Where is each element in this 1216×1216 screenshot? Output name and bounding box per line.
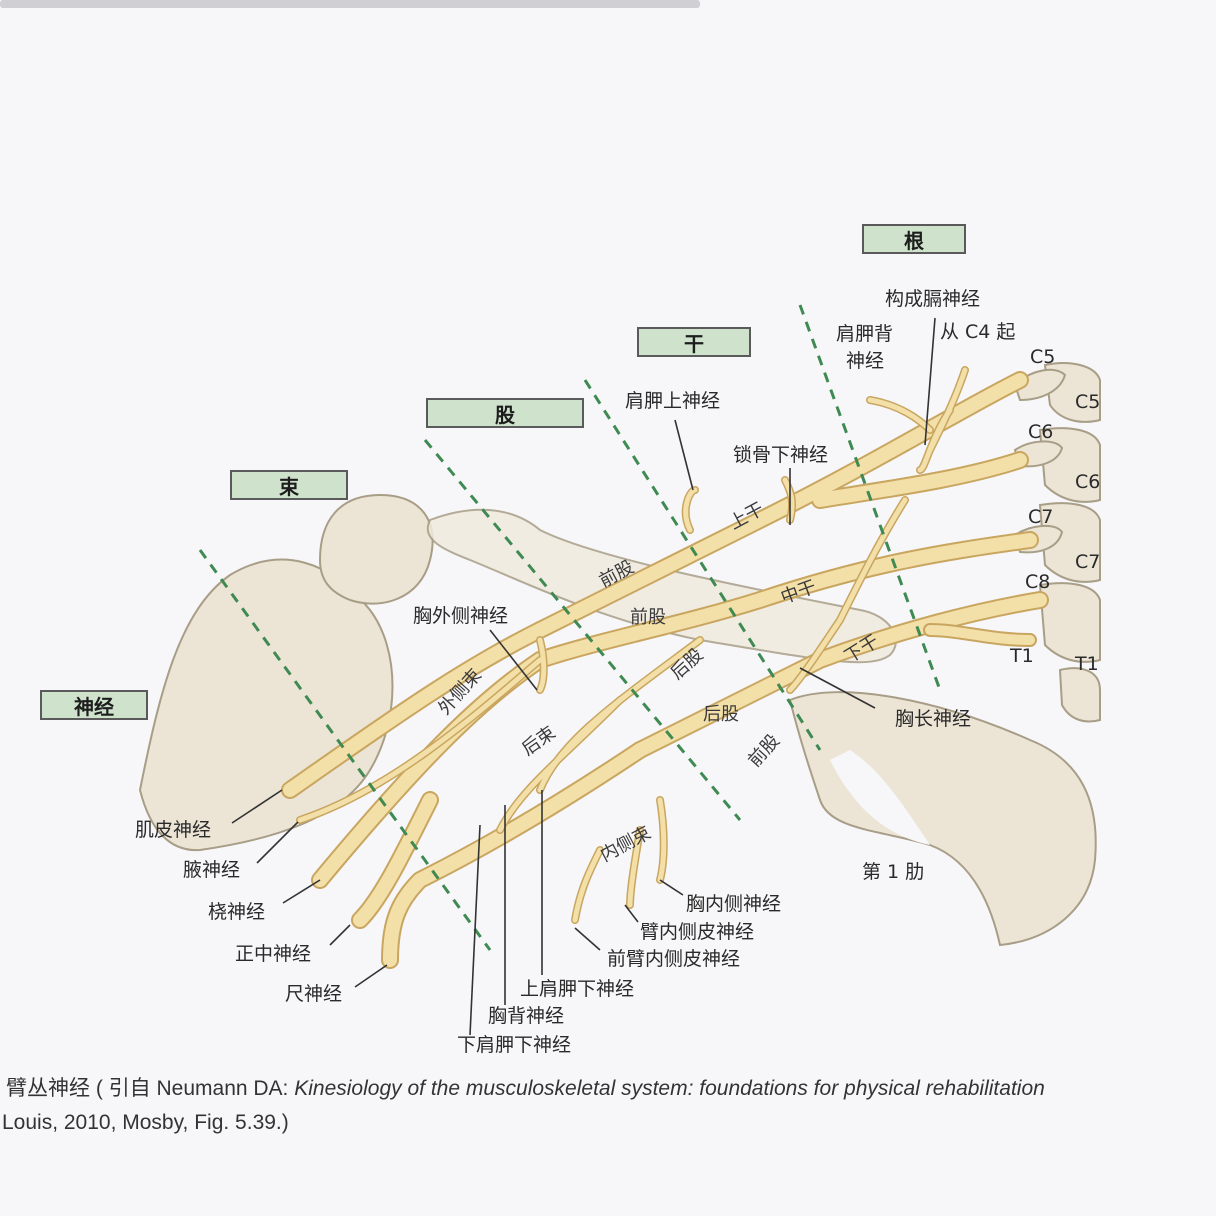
section-label-nerve: 神经 — [40, 690, 148, 720]
callout-suprascapular: 肩胛上神经 — [625, 390, 721, 412]
callout-musculocutaneous: 肌皮神经 — [135, 819, 212, 841]
callout-medial-antebrachial-cutaneous: 前臂内侧皮神经 — [607, 948, 741, 970]
first-rib — [788, 691, 1097, 947]
suprascapular-nerve — [683, 487, 698, 533]
bones — [138, 362, 1101, 947]
first-rib-inner — [830, 750, 930, 845]
caption-line-2: Louis, 2010, Mosby, Fig. 5.39.) — [2, 1111, 289, 1134]
nerves — [281, 366, 1049, 969]
long-thoracic-nerve — [787, 497, 908, 693]
callout-phrenic-line1: 构成膈神经 — [885, 288, 981, 310]
section-label-cord: 束 — [230, 470, 348, 500]
vertebra-label-c7-upper: C7 — [1028, 506, 1054, 528]
callout-medial-brachial-cutaneous: 臂内侧皮神经 — [640, 921, 755, 943]
axillary-nerve — [297, 657, 543, 823]
median-nerve — [353, 793, 437, 927]
c5-root — [533, 373, 1027, 637]
callout-first-rib: 第 1 肋 — [862, 861, 925, 883]
lateral-pectoral-nerve — [537, 637, 547, 693]
clavicle — [426, 508, 897, 664]
callout-upper-subscapular: 上肩胛下神经 — [520, 978, 635, 1000]
medial-pectoral-nerve — [657, 797, 667, 883]
callout-long-thoracic: 胸长神经 — [895, 708, 972, 730]
callout-radial: 桡神经 — [208, 901, 266, 923]
lower-subscapular-nerve — [537, 637, 703, 793]
c4-contribution — [927, 367, 968, 453]
vertebra-label-c6-upper: C6 — [1028, 421, 1054, 443]
vertebra-label-c7-lower: C7 — [1075, 551, 1101, 573]
caption-lead: 臂丛神经 ( 引自 Neumann DA: — [6, 1077, 295, 1100]
label-anterior-division-middle: 前股 — [630, 607, 666, 628]
vertebra-label-c6-lower: C6 — [1075, 471, 1101, 493]
humeral-head — [138, 558, 394, 852]
background-bleed-top — [0, 0, 700, 8]
subclavian-nerve — [782, 477, 795, 523]
medial-antebrachial-cutaneous-nerve — [572, 847, 603, 923]
callout-phrenic-line2: 从 C4 起 — [940, 321, 1016, 343]
section-label-root: 根 — [862, 224, 966, 254]
section-label-division: 股 — [426, 398, 584, 428]
figure-caption: 臂丛神经 ( 引自 Neumann DA: Kinesiology of the… — [0, 1072, 1216, 1140]
callout-subclavian: 锁骨下神经 — [733, 444, 829, 466]
callout-ulnar: 尺神经 — [285, 983, 343, 1005]
callout-dorsal-scapular-line1: 肩胛背 — [836, 323, 894, 345]
c6-root — [813, 453, 1027, 507]
vertebra-label-c8: C8 — [1025, 571, 1051, 593]
callout-dorsal-scapular-line2: 神经 — [846, 350, 885, 372]
vertebral-column — [1038, 362, 1101, 723]
callout-lower-subscapular: 下肩胛下神经 — [457, 1034, 572, 1056]
caption-line-1: 臂丛神经 ( 引自 Neumann DA: Kinesiology of the… — [0, 1072, 1216, 1106]
ulnar-nerve — [383, 743, 647, 967]
middle-trunk — [533, 533, 1037, 667]
callout-medial-pectoral: 胸内侧神经 — [686, 893, 782, 915]
medial-brachial-cutaneous-nerve — [627, 827, 643, 908]
region-guide-lines — [198, 304, 942, 951]
musculocutaneous-nerve — [283, 623, 547, 797]
section-label-trunk: 干 — [637, 327, 751, 357]
callout-axillary: 腋神经 — [183, 859, 241, 881]
vertebra-label-t1-root: T1 — [1010, 645, 1034, 667]
vertebra-label-t1: T1 — [1075, 653, 1099, 675]
guide-division-trunk — [583, 379, 822, 751]
callout-median: 正中神经 — [235, 943, 312, 965]
label-posterior-division-lower: 后股 — [703, 704, 739, 725]
lower-trunk — [633, 593, 1047, 757]
vertebra-label-c5-lower: C5 — [1075, 391, 1101, 413]
guide-trunk-root — [798, 304, 942, 691]
coracoid-process — [318, 493, 434, 605]
callout-thoracodorsal: 胸背神经 — [488, 1005, 565, 1027]
vertebra-label-c5-upper: C5 — [1030, 346, 1056, 368]
leader-lines — [231, 317, 936, 1036]
caption-source-title: Kinesiology of the musculoskeletal syste… — [294, 1077, 1045, 1100]
callout-lateral-pectoral: 胸外侧神经 — [413, 605, 509, 627]
